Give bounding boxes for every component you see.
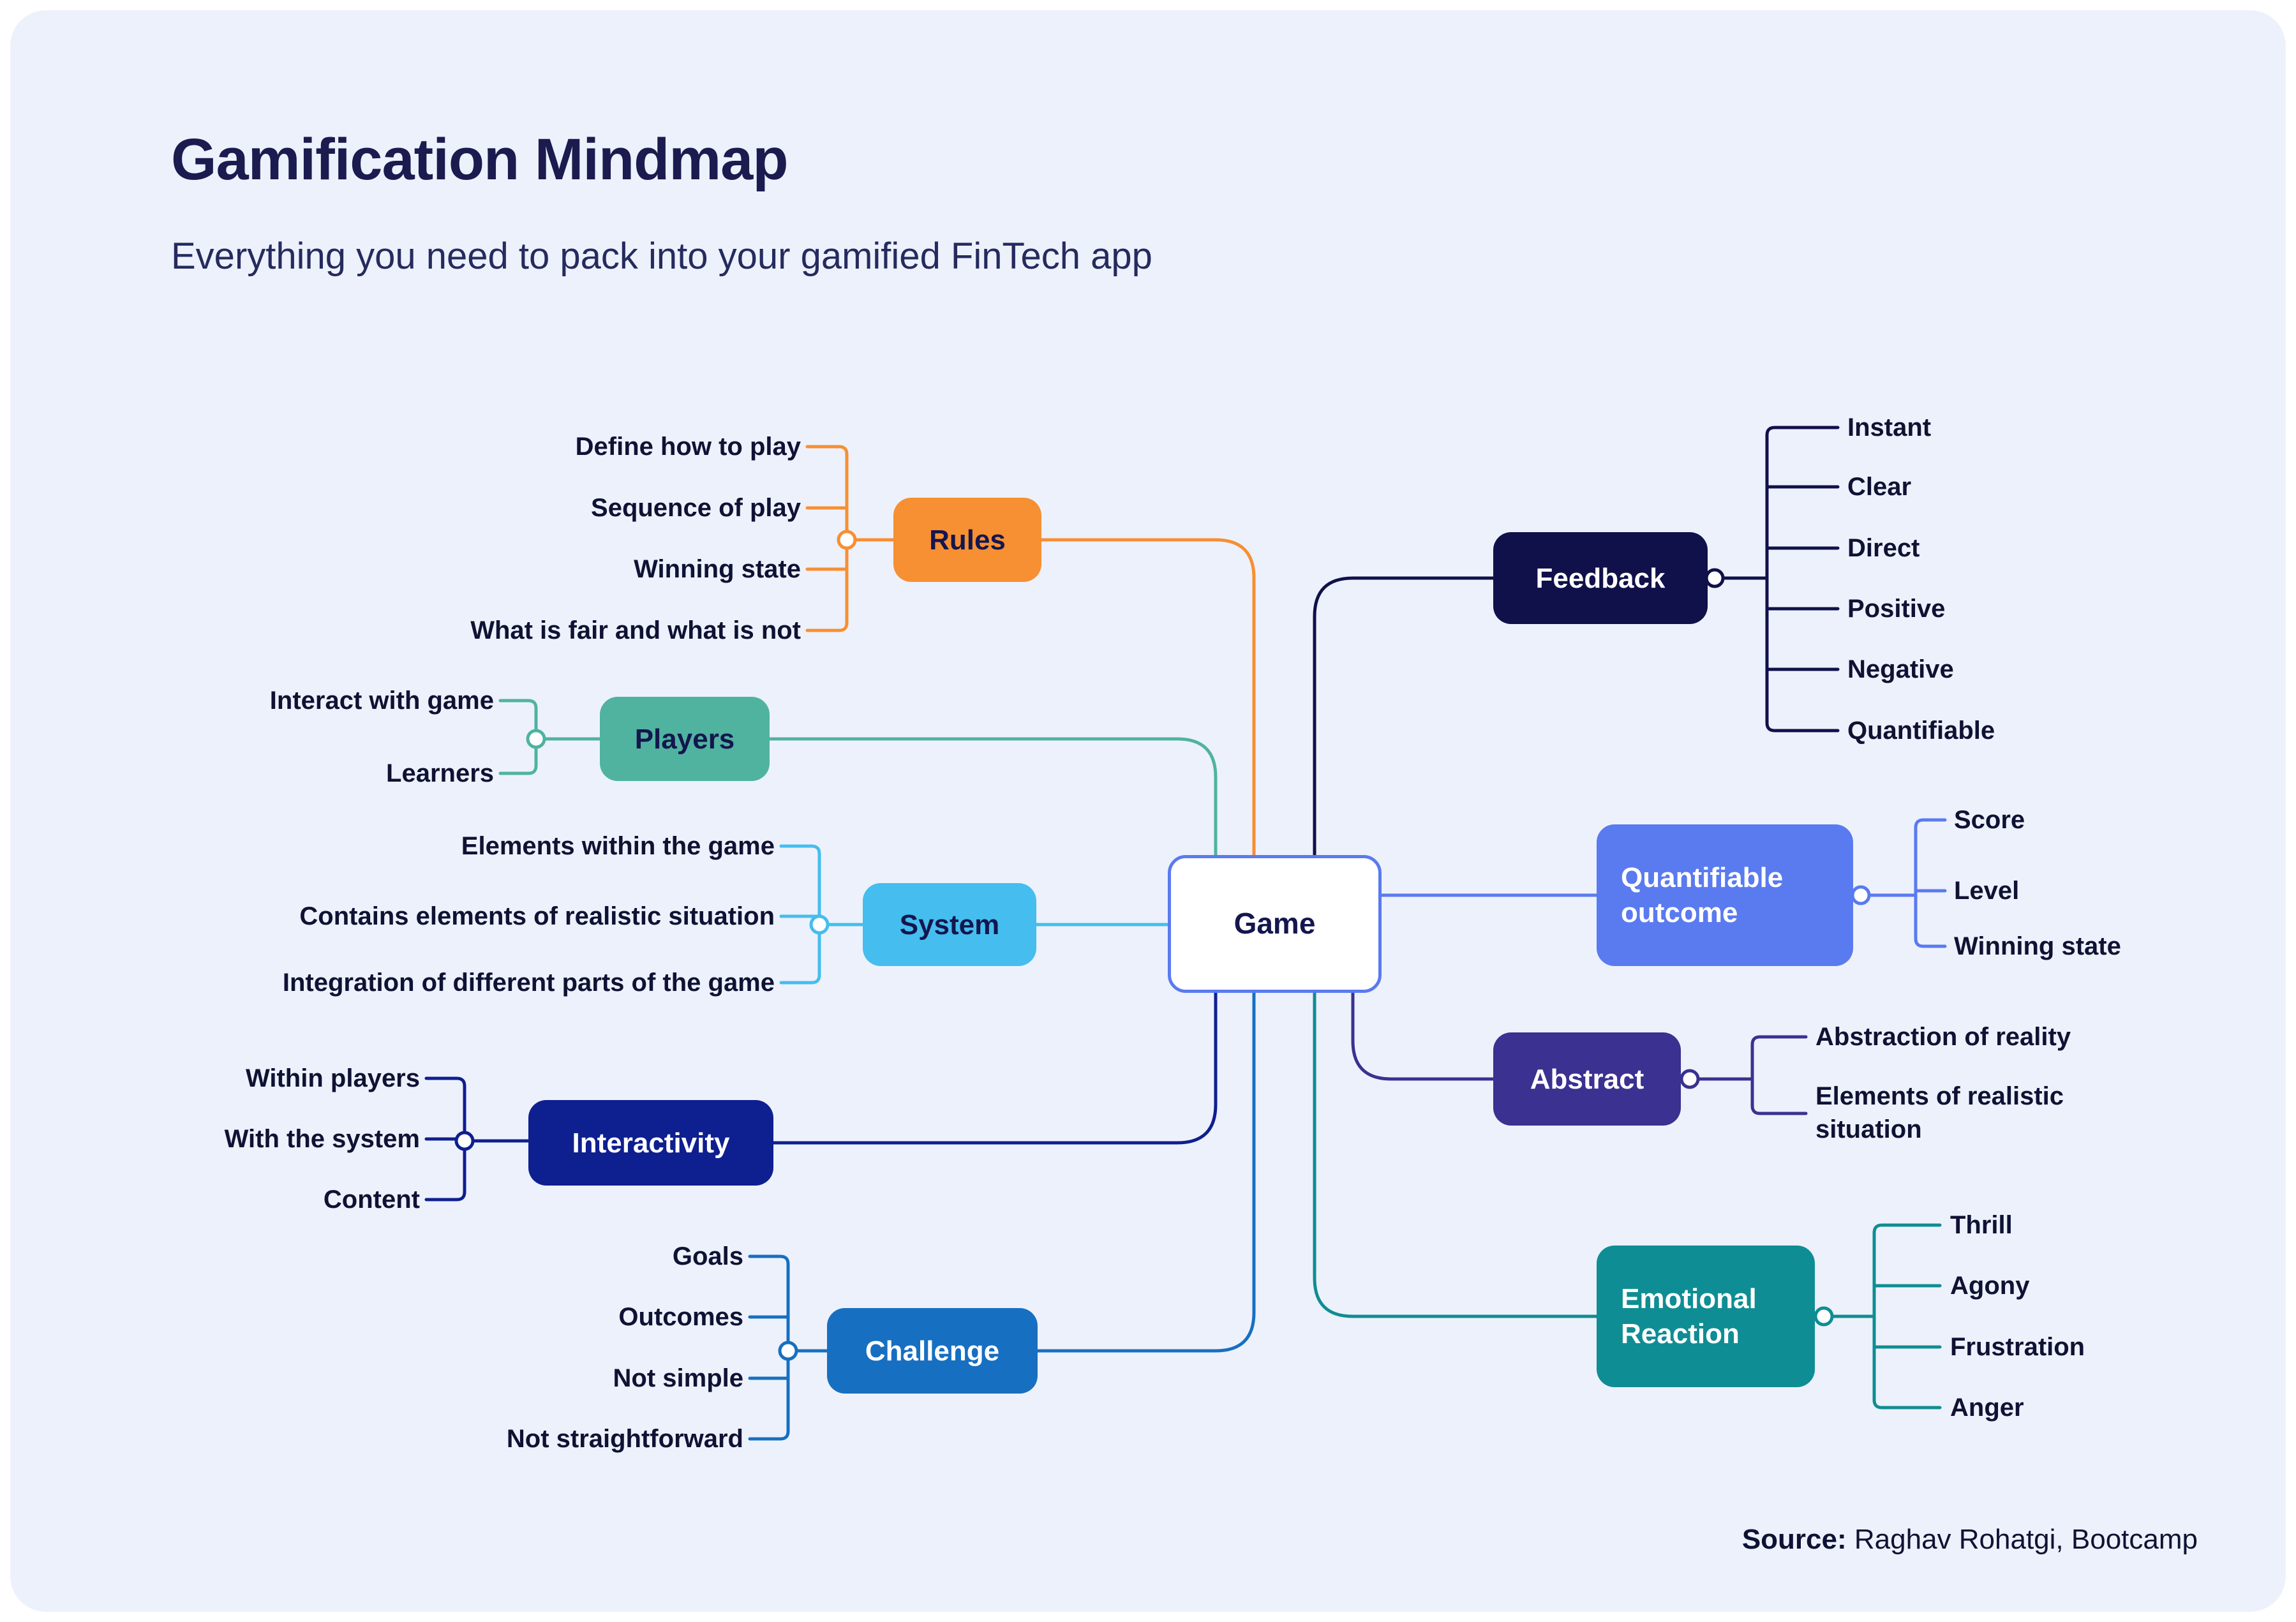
page-subtitle: Everything you need to pack into your ga… xyxy=(171,235,1152,277)
leaf-label: Winning state xyxy=(1954,932,2121,960)
leaf-label: Sequence of play xyxy=(591,494,801,522)
junction-dot xyxy=(1851,885,1871,905)
junction-dot xyxy=(1814,1306,1834,1327)
leaf-label: Content xyxy=(323,1186,420,1214)
junction-dot xyxy=(778,1341,798,1361)
branch-node-feedback: Feedback xyxy=(1493,532,1708,624)
branch-node-players: Players xyxy=(600,697,770,781)
junction-dot xyxy=(526,729,546,749)
leaf-label: Outcomes xyxy=(618,1303,743,1331)
branch-lines-quantifiable-outcome xyxy=(1380,818,1947,948)
center-node-game: Game xyxy=(1168,855,1382,993)
branch-node-interactivity: Interactivity xyxy=(528,1100,773,1186)
leaf-label: Not simple xyxy=(613,1364,743,1392)
page-title: Gamification Mindmap xyxy=(171,127,789,192)
branch-node-emotional-reaction: Emotional Reaction xyxy=(1597,1246,1815,1387)
leaf-label: Direct xyxy=(1847,534,1920,562)
leaf-label: Goals xyxy=(672,1242,743,1270)
leaf-label: Thrill xyxy=(1950,1211,2013,1239)
leaf-label: Interact with game xyxy=(269,687,494,715)
branch-node-abstract: Abstract xyxy=(1493,1032,1681,1126)
branch-lines-feedback xyxy=(1313,426,1840,857)
leaf-label: Agony xyxy=(1950,1272,2030,1300)
leaf-label: Instant xyxy=(1847,413,1932,442)
leaf-label: Elements of realistic situation xyxy=(1815,1082,2064,1143)
leaf-label: Contains elements of realistic situation xyxy=(299,902,775,930)
branch-node-quantifiable-outcome: Quantifiable outcome xyxy=(1597,824,1853,966)
leaf-label: Within players xyxy=(245,1064,420,1092)
branch-node-challenge: Challenge xyxy=(827,1308,1038,1394)
branch-lines-emotional-reaction xyxy=(1313,991,1942,1410)
leaf-label: Not straightforward xyxy=(506,1425,743,1453)
leaf-label: Abstraction of reality xyxy=(1815,1023,2071,1051)
leaf-label: Frustration xyxy=(1950,1333,2085,1361)
branch-lines-interactivity xyxy=(424,991,1218,1202)
leaf-label: Clear xyxy=(1847,473,1912,501)
leaf-label: Level xyxy=(1954,877,2020,905)
branch-lines-players xyxy=(498,699,1218,857)
junction-dot xyxy=(454,1131,475,1151)
branch-node-rules: Rules xyxy=(893,498,1041,582)
leaf-label: Learners xyxy=(386,759,494,787)
junction-dot xyxy=(1680,1069,1700,1089)
branch-node-system: System xyxy=(863,883,1036,966)
branch-lines-challenge xyxy=(748,991,1256,1441)
leaf-label: Winning state xyxy=(634,555,801,583)
junction-dot xyxy=(837,530,857,550)
leaf-label: Elements within the game xyxy=(461,832,775,860)
leaf-label: Negative xyxy=(1847,655,1954,683)
leaf-label: Integration of different parts of the ga… xyxy=(282,969,775,997)
background-sheet xyxy=(10,10,2286,1612)
branch-lines-abstract xyxy=(1351,991,1808,1115)
branch-lines-system xyxy=(779,844,1170,985)
branch-lines-rules xyxy=(805,445,1256,857)
source-text: Raghav Rohatgi, Bootcamp xyxy=(1854,1524,2198,1555)
leaf-label: Define how to play xyxy=(575,433,801,461)
leaf-label: What is fair and what is not xyxy=(470,616,801,644)
leaf-label: Quantifiable xyxy=(1847,717,1995,745)
source-prefix: Source: xyxy=(1741,1524,1847,1555)
leaf-label: Score xyxy=(1954,806,2025,834)
leaf-label: With the system xyxy=(224,1125,420,1153)
leaf-label: Anger xyxy=(1950,1394,2024,1422)
leaf-label: Positive xyxy=(1847,595,1946,623)
junction-dot xyxy=(1704,568,1725,588)
source-credit: Source: Raghav Rohatgi, Bootcamp xyxy=(1742,1524,2198,1556)
junction-dot xyxy=(809,914,830,935)
